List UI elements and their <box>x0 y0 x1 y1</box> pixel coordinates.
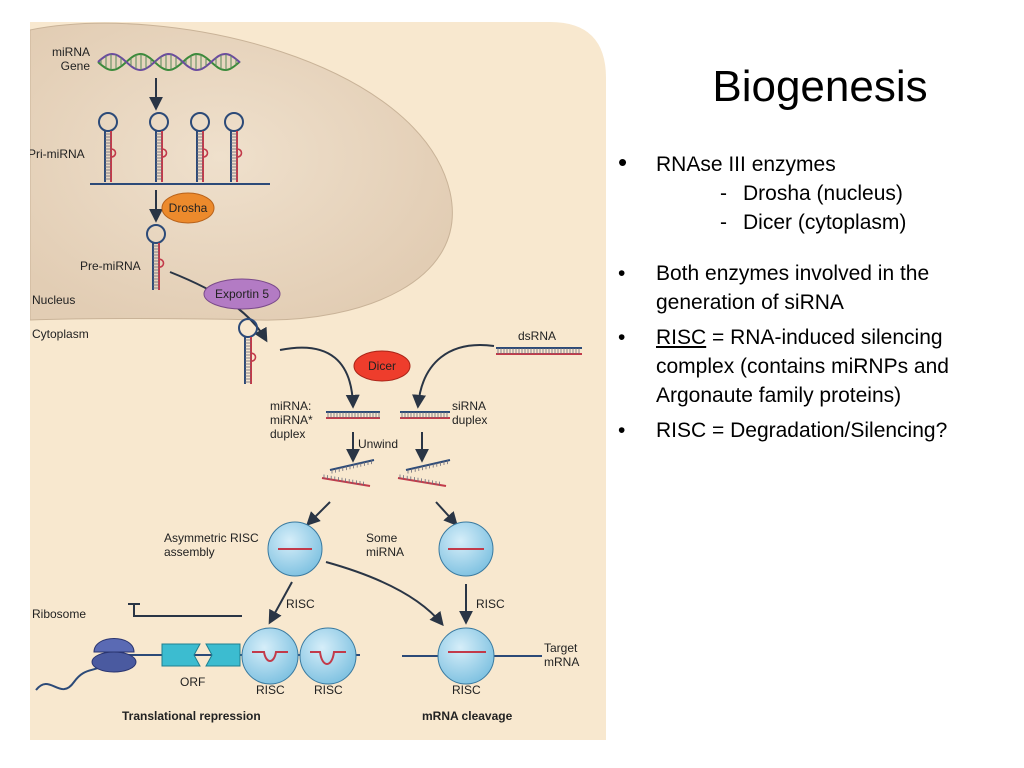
target-label-1: Target <box>544 641 578 655</box>
risc-label-c: RISC <box>452 683 481 697</box>
mirna-gene-label-1: miRNA <box>52 45 90 59</box>
some-mirna-label-2: miRNA <box>366 545 404 559</box>
unwind-label: Unwind <box>358 437 398 451</box>
cytoplasm-label: Cytoplasm <box>32 327 89 341</box>
hairpin-icon <box>224 112 244 182</box>
pre-mirna-label: Pre-miRNA <box>80 259 141 273</box>
bullet-text: RNAse III enzymes <box>656 153 836 176</box>
sub-bullet-drosha: - Drosha (nucleus) <box>616 179 1016 208</box>
bullet-rnase: • RNAse III enzymes <box>616 147 1016 179</box>
assembly-arrow-sirna <box>435 501 458 527</box>
bullet-text: = RNA-induced silencing complex (contain… <box>656 326 949 407</box>
inhibition-line <box>133 604 242 617</box>
sirna-duplex-icon <box>400 411 450 419</box>
risc-label-b: RISC <box>314 683 343 697</box>
dicer-enzyme <box>353 350 411 382</box>
mirna-duplex-icon <box>326 411 380 419</box>
risc-bound-1 <box>241 627 299 685</box>
bullet-text: Both enzymes involved in the generation … <box>656 262 930 314</box>
mirna-gene-label-2: Gene <box>61 59 91 73</box>
risc-arrow-label-right: RISC <box>476 597 505 611</box>
dicer-label: Dicer <box>368 359 396 373</box>
asymmetric-label-2: assembly <box>164 545 215 559</box>
pre-mirna-hairpin-icon <box>146 224 166 290</box>
translational-repression-label: Translational repression <box>122 709 261 723</box>
bullet-dot-icon: • <box>618 326 626 349</box>
unwound-sirna-strands-icon <box>397 459 451 487</box>
sirna-duplex-label-1: siRNA <box>452 399 486 413</box>
target-label-2: mRNA <box>544 655 579 669</box>
asymmetric-label-1: Asymmetric RISC <box>164 531 259 545</box>
unwound-mirna-strands-icon <box>321 459 375 487</box>
bullet-dot-icon: • <box>618 147 628 177</box>
exportin-5-protein <box>203 278 281 310</box>
risc-arrow-repression <box>268 581 293 625</box>
bullet-list: • RNAse III enzymes - Drosha (nucleus) -… <box>616 147 1016 445</box>
mirna-duplex-label-2: miRNA* <box>270 413 313 427</box>
risc-underlined: RISC <box>656 326 707 349</box>
some-mirna-label-1: Some <box>366 531 398 545</box>
hairpin-icon <box>149 112 169 182</box>
risc-bound-2 <box>299 627 357 685</box>
risc-arrow-some-mirna-cleavage <box>325 561 444 627</box>
drosha-enzyme <box>161 192 215 224</box>
drosha-label: Drosha <box>169 201 208 215</box>
hairpin-icon <box>98 112 118 182</box>
orf-label: ORF <box>180 675 205 689</box>
mirna-gene-dna-icon <box>97 52 241 72</box>
mrna-cleavage-label: mRNA cleavage <box>422 709 513 723</box>
ribosome-icon <box>91 638 137 673</box>
bullet-text: RISC = Degradation/Silencing? <box>656 419 948 442</box>
mirna-biogenesis-diagram: miRNA Gene Pri-miRNA Drosha Pre-miRNA Ex… <box>30 22 606 740</box>
ribosome-label: Ribosome <box>32 607 86 621</box>
nucleus-region <box>30 22 453 321</box>
sub-bullet-text: Dicer (cytoplasm) <box>743 211 907 234</box>
sirna-duplex-label-2: duplex <box>452 413 487 427</box>
dash-icon: - <box>720 211 727 234</box>
dash-icon: - <box>720 182 727 205</box>
nucleus-label: Nucleus <box>32 293 75 307</box>
bullet-both-enzymes: • Both enzymes involved in the generatio… <box>616 259 1016 317</box>
risc-arrow-label-left: RISC <box>286 597 315 611</box>
mirna-duplex-label-3: duplex <box>270 427 305 441</box>
bullet-dot-icon: • <box>618 262 626 285</box>
exportin-label: Exportin 5 <box>215 287 269 301</box>
dicer-arrow-mirna <box>279 346 360 409</box>
orf-block-icon <box>161 643 241 667</box>
sub-bullet-dicer: - Dicer (cytoplasm) <box>616 208 1016 237</box>
dicer-arrow-sirna <box>412 344 495 409</box>
pri-mirna-label: Pri-miRNA <box>30 147 85 161</box>
assembly-arrow-mirna <box>306 501 331 526</box>
hairpin-icon <box>190 112 210 182</box>
bullet-risc-definition: • RISC = RNA-induced silencing complex (… <box>616 323 1016 410</box>
sub-bullet-text: Drosha (nucleus) <box>743 182 903 205</box>
dsrna-label: dsRNA <box>518 329 556 343</box>
risc-label-a: RISC <box>256 683 285 697</box>
bullet-dot-icon: • <box>618 419 626 442</box>
mrna-tail <box>35 665 103 691</box>
risc-bound-cleavage <box>437 627 495 685</box>
slide-title: Biogenesis <box>712 62 928 111</box>
mirna-duplex-label-1: miRNA: <box>270 399 311 413</box>
pri-mirna-hairpins <box>98 112 244 182</box>
cytoplasmic-pre-mirna-icon <box>238 318 258 384</box>
dsrna-icon <box>496 347 582 355</box>
bullet-risc-degradation: • RISC = Degradation/Silencing? <box>616 416 1016 445</box>
